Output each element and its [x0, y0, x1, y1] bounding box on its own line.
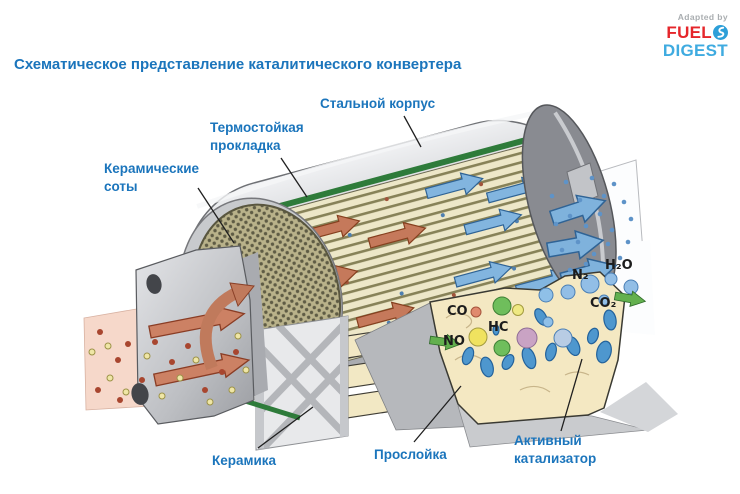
molecule-balls — [468, 272, 639, 357]
leader-lines — [197, 115, 583, 449]
label-honeycomb-line1: Керамические — [104, 161, 200, 176]
shadow-sliver-right — [600, 382, 678, 432]
flange-bolt-hole — [146, 274, 162, 294]
label-catalyst-line2: катализатор — [514, 450, 597, 466]
page-title: Схематическое представление каталитическ… — [14, 56, 462, 73]
molecule-label-co: CO — [447, 304, 468, 319]
molecule-label-n2: N₂ — [572, 268, 589, 283]
flange-bolt-hole — [131, 383, 149, 405]
label-honeycomb: Керамические соты — [104, 160, 199, 195]
label-honeycomb-line2: соты — [104, 178, 138, 194]
molecule-label-co2: CO₂ — [590, 296, 617, 311]
catalyst-inset — [428, 271, 648, 425]
adapted-by-text: Adapted by — [677, 12, 728, 22]
molecule-label-no: NO — [443, 334, 465, 349]
outlet-clean-dots — [549, 175, 634, 273]
honeycomb-flow-arrow — [199, 282, 255, 371]
outlet-flange-tab — [566, 162, 599, 207]
label-gasket-line2: прокладка — [210, 137, 281, 153]
molecule-label-hc: HC — [488, 320, 509, 335]
fueldigest-logo: Adapted by FUEL DIGEST — [663, 13, 728, 59]
catalyst-blobs — [461, 308, 617, 378]
label-steel-body: Стальной корпус — [320, 96, 436, 111]
fuel-digest-swirl-icon — [713, 24, 728, 40]
gasket-strip — [237, 127, 562, 221]
logo-fuel-text: FUEL — [666, 22, 712, 42]
logo-digest-text: DIGEST — [662, 40, 728, 60]
inlet-pollutant-dots — [88, 329, 250, 406]
label-ceramic: Керамика — [212, 453, 277, 468]
molecule-label-h2o: H₂O — [605, 258, 633, 273]
label-catalyst-line1: Активный — [514, 433, 582, 448]
label-gasket-line1: Термостойкая — [210, 120, 304, 135]
label-catalyst: Активный катализатор — [514, 432, 596, 467]
label-gasket: Термостойкая прокладка — [210, 119, 304, 154]
label-interlayer: Прослойка — [374, 447, 447, 462]
